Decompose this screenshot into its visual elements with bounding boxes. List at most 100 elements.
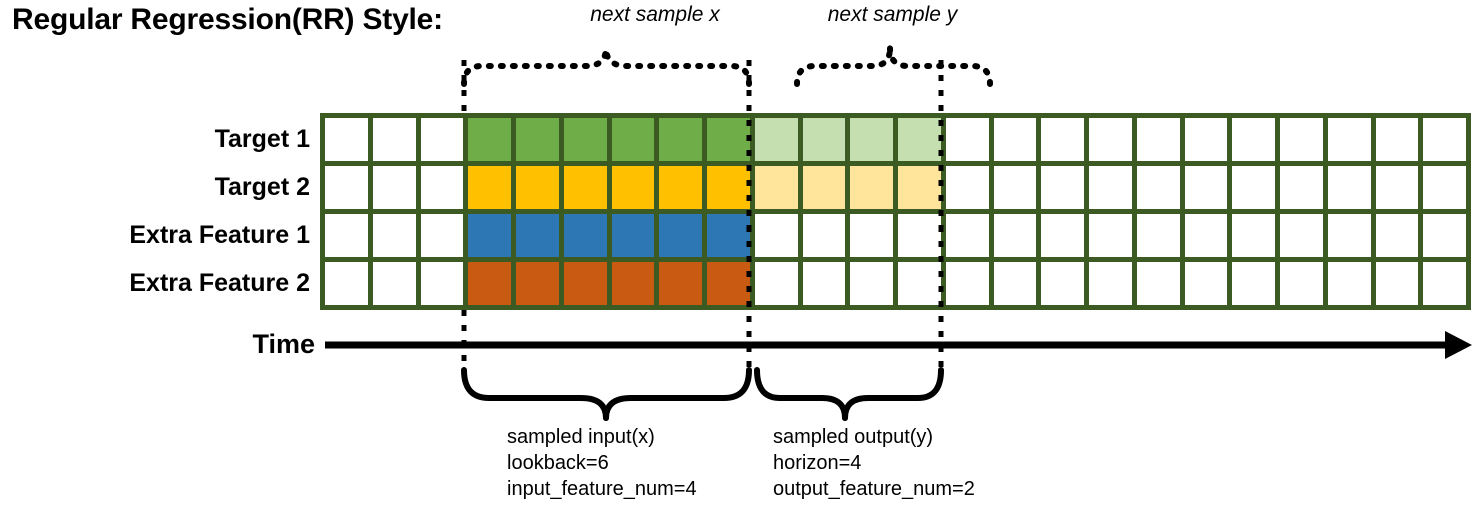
grid-cell-r1-c13 xyxy=(945,166,989,209)
grid-cell-r2-c9 xyxy=(754,214,798,257)
grid-cell-r3-c0 xyxy=(325,262,368,305)
sampled-output-line-1: sampled output(y) xyxy=(773,426,934,448)
grid-cell-r2-c12 xyxy=(898,214,941,257)
grid-cell-r0-c12 xyxy=(898,118,941,161)
grid-cell-r3-c21 xyxy=(1327,262,1371,305)
grid-cell-r0-c11 xyxy=(850,118,893,161)
grid-cell-r3-c20 xyxy=(1280,262,1323,305)
grid-cell-r3-c12 xyxy=(898,262,941,305)
brace-next-sample-x xyxy=(461,45,752,87)
grid-cell-r1-c9 xyxy=(754,166,798,209)
grid-cell-r3-c9 xyxy=(754,262,798,305)
grid-cell-r2-c11 xyxy=(850,214,893,257)
grid-cell-r0-c2 xyxy=(420,118,464,161)
grid-cell-r1-c2 xyxy=(420,166,464,209)
grid-cell-r3-c23 xyxy=(1423,262,1466,305)
grid-cell-r0-c14 xyxy=(993,118,1037,161)
grid-cell-r0-c15 xyxy=(1041,118,1084,161)
grid-cell-r3-c17 xyxy=(1136,262,1180,305)
grid-cell-r3-c14 xyxy=(993,262,1037,305)
grid-cell-r1-c15 xyxy=(1041,166,1084,209)
sampled-input-line-3: input_feature_num=4 xyxy=(507,478,697,500)
grid-cell-r1-c6 xyxy=(611,166,655,209)
caption-sampled-input: sampled input(x) lookback=6 input_featur… xyxy=(507,424,697,502)
grid-cell-r0-c5 xyxy=(563,118,607,161)
grid-cell-r2-c15 xyxy=(1041,214,1084,257)
grid-cell-r2-c17 xyxy=(1136,214,1180,257)
grid-cell-r1-c11 xyxy=(850,166,893,209)
grid-cell-r0-c18 xyxy=(1184,118,1228,161)
grid-cell-r2-c23 xyxy=(1423,214,1466,257)
grid-cell-r1-c16 xyxy=(1089,166,1132,209)
grid-cell-r2-c18 xyxy=(1184,214,1228,257)
sampled-input-line-2: lookback=6 xyxy=(507,452,609,474)
time-axis-arrowhead xyxy=(1445,331,1472,359)
grid-cell-r3-c11 xyxy=(850,262,893,305)
caption-next-sample-y: next sample y xyxy=(827,3,958,26)
grid-cell-r1-c10 xyxy=(802,166,846,209)
brace-sampled-output xyxy=(754,367,944,421)
grid-cell-r1-c20 xyxy=(1280,166,1323,209)
time-axis xyxy=(325,331,1472,359)
sampled-output-line-3: output_feature_num=2 xyxy=(773,478,975,500)
time-axis-label: Time xyxy=(252,329,315,359)
grid-cell-r1-c21 xyxy=(1327,166,1371,209)
grid-cell-r0-c19 xyxy=(1232,118,1275,161)
grid-cell-r3-c4 xyxy=(516,262,559,305)
grid-cell-r2-c7 xyxy=(659,214,702,257)
grid-cell-r2-c10 xyxy=(802,214,846,257)
grid-cell-r2-c1 xyxy=(372,214,416,257)
grid-cell-r2-c19 xyxy=(1232,214,1275,257)
grid-cell-r0-c8 xyxy=(707,118,750,161)
grid-cell-r3-c15 xyxy=(1041,262,1084,305)
grid-cell-r2-c13 xyxy=(945,214,989,257)
timeline-grid xyxy=(320,113,1471,310)
row-label-extra-feature-1: Extra Feature 1 xyxy=(129,221,310,249)
grid-cell-r3-c7 xyxy=(659,262,702,305)
grid-cell-r2-c22 xyxy=(1375,214,1419,257)
grid-cell-r2-c5 xyxy=(563,214,607,257)
grid-cell-r0-c20 xyxy=(1280,118,1323,161)
grid-cell-r0-c4 xyxy=(516,118,559,161)
grid-cell-r0-c0 xyxy=(325,118,368,161)
grid-cell-r0-c16 xyxy=(1089,118,1132,161)
grid-cell-r1-c19 xyxy=(1232,166,1275,209)
grid-cell-r2-c3 xyxy=(468,214,511,257)
grid-cell-r0-c13 xyxy=(945,118,989,161)
grid-cell-r2-c21 xyxy=(1327,214,1371,257)
grid-cell-r3-c1 xyxy=(372,262,416,305)
sampled-output-line-2: horizon=4 xyxy=(773,452,862,474)
grid-cell-r2-c4 xyxy=(516,214,559,257)
grid-cell-r2-c16 xyxy=(1089,214,1132,257)
grid-cell-r0-c7 xyxy=(659,118,702,161)
grid-cell-r1-c7 xyxy=(659,166,702,209)
brace-sampled-input xyxy=(461,367,752,421)
caption-sampled-output: sampled output(y) horizon=4 output_featu… xyxy=(773,424,975,502)
grid-cell-r1-c18 xyxy=(1184,166,1228,209)
grid-cell-r2-c14 xyxy=(993,214,1037,257)
grid-cell-r0-c3 xyxy=(468,118,511,161)
grid-cell-r3-c19 xyxy=(1232,262,1275,305)
grid-cell-r3-c16 xyxy=(1089,262,1132,305)
grid-cell-r3-c5 xyxy=(563,262,607,305)
row-label-target-2: Target 2 xyxy=(214,173,310,201)
grid-cell-r1-c22 xyxy=(1375,166,1419,209)
grid-cell-r3-c6 xyxy=(611,262,655,305)
grid-cell-r1-c14 xyxy=(993,166,1037,209)
grid-cell-r3-c8 xyxy=(707,262,750,305)
grid-cell-r2-c0 xyxy=(325,214,368,257)
grid-cell-r3-c22 xyxy=(1375,262,1419,305)
grid-cell-r3-c10 xyxy=(802,262,846,305)
grid-cell-r0-c6 xyxy=(611,118,655,161)
brace-next-sample-y xyxy=(794,45,993,87)
grid-cell-r2-c6 xyxy=(611,214,655,257)
grid-cell-r2-c2 xyxy=(420,214,464,257)
grid-cell-r1-c4 xyxy=(516,166,559,209)
grid-cell-r0-c17 xyxy=(1136,118,1180,161)
row-label-target-1: Target 1 xyxy=(214,125,310,153)
grid-cell-r3-c2 xyxy=(420,262,464,305)
grid-cell-r2-c8 xyxy=(707,214,750,257)
grid-cell-r0-c22 xyxy=(1375,118,1419,161)
grid-cell-r2-c20 xyxy=(1280,214,1323,257)
